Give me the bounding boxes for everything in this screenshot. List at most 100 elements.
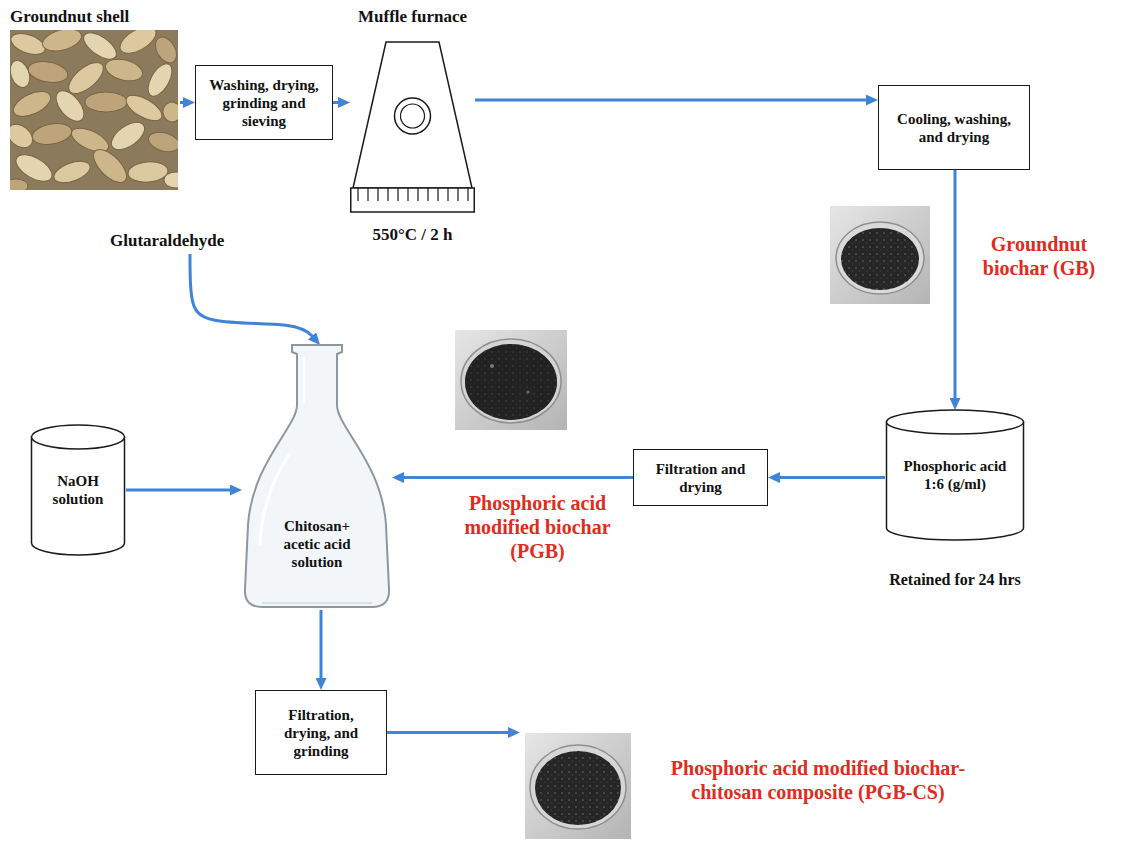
- shell: [51, 86, 89, 126]
- dish-rim: [461, 339, 561, 423]
- process-label: Filtration, drying, and grinding: [266, 706, 376, 760]
- base-hatch: [447, 188, 448, 201]
- flask-label: Chitosan+ acetic acid solution: [267, 517, 367, 571]
- acid-container: Phosphoric acid 1:6 (g/ml) Retained for 2…: [885, 410, 1025, 595]
- base-hatch: [357, 188, 358, 201]
- reagent-container-outline: [30, 425, 126, 555]
- shell: [51, 157, 93, 187]
- reagent-name: Glutaraldehyde: [100, 228, 250, 254]
- shell: [164, 172, 178, 188]
- shell: [27, 59, 70, 86]
- muffle-furnace: Muffle furnace 550°C / 2 h: [350, 6, 475, 246]
- process-box: Cooling, washing, and drying: [878, 85, 1030, 170]
- flow-arrow: [333, 101, 342, 104]
- conical-flask-outline: [242, 345, 392, 610]
- cylinder-top: [32, 425, 125, 449]
- base-hatch: [407, 188, 408, 201]
- process-label: Washing, drying, grinding and sieving: [206, 76, 322, 130]
- shell-pile: [10, 30, 178, 190]
- process-box: Filtration and drying: [633, 449, 768, 506]
- process-label: Filtration and drying: [644, 460, 757, 496]
- flow-arrow: [190, 254, 315, 339]
- container-label: Phosphoric acid 1:6 (g/ml): [885, 410, 1025, 540]
- furnace-condition: 550°C / 2 h: [372, 224, 452, 246]
- shell: [88, 144, 132, 188]
- product-node: Phosphoric acid modified biochar-chitosa…: [520, 730, 1010, 842]
- furnace-window: [395, 98, 431, 134]
- furnace-base: [351, 188, 475, 212]
- base-hatch: [457, 188, 458, 201]
- shell: [103, 55, 145, 84]
- edge-label-holder: Groundnut biochar (GB): [969, 232, 1109, 280]
- shine-spot: [526, 390, 529, 393]
- process-label: Cooling, washing, and drying: [889, 110, 1019, 146]
- photo-ground: [525, 733, 631, 839]
- composite-dish-photo: [525, 733, 631, 839]
- raw-material-photo: Groundnut shell: [5, 6, 180, 194]
- shell: [161, 101, 178, 124]
- process-box: Washing, drying, grinding and sieving: [195, 65, 333, 140]
- cylinder-top: [887, 410, 1024, 434]
- edge-label-holder: Phosphoric acid modified biochar (PGB): [455, 491, 620, 563]
- flow-arrow: [475, 99, 870, 102]
- biochar-texture: [465, 344, 557, 420]
- base-hatch: [437, 188, 438, 201]
- flow-label: Groundnut biochar (GB): [969, 232, 1109, 280]
- shell: [40, 30, 84, 55]
- reagent-label-node: Glutaraldehyde: [100, 228, 250, 254]
- flow-arrow: [776, 476, 885, 479]
- container-label: NaOH solution: [30, 425, 126, 555]
- product-label: Phosphoric acid modified biochar-chitosa…: [648, 756, 988, 804]
- muffle-furnace-outline: [350, 6, 475, 246]
- furnace-body: [353, 42, 472, 188]
- process-box: Filtration, drying, and grinding: [255, 690, 387, 775]
- acid-container-outline: [885, 410, 1025, 540]
- shell: [127, 160, 169, 183]
- base-hatch: [427, 188, 428, 201]
- dish-rim: [530, 745, 626, 829]
- shell: [85, 92, 127, 112]
- base-hatch: [397, 188, 398, 201]
- reagent-container: NaOH solution: [30, 425, 126, 555]
- shell: [146, 129, 178, 155]
- base-hatch: [387, 188, 388, 201]
- shine-spot: [490, 364, 494, 368]
- photo-ground: [455, 330, 567, 430]
- shell: [122, 90, 166, 126]
- flow-arrow: [126, 489, 234, 492]
- flask-glass: [245, 345, 389, 607]
- photo-ground: [830, 206, 930, 304]
- shell: [10, 179, 28, 190]
- biochar-dish-photo: [830, 206, 930, 304]
- shell: [116, 30, 161, 59]
- retention-note: Retained for 24 hrs: [889, 570, 1021, 590]
- composite-powder: [535, 751, 621, 825]
- furnace-heading: Muffle furnace: [358, 6, 467, 28]
- base-hatch: [377, 188, 378, 201]
- shell: [31, 121, 74, 148]
- base-hatch: [417, 188, 418, 201]
- modified-biochar-dish-photo: [455, 330, 567, 430]
- flow-arrow: [320, 610, 323, 682]
- shell: [151, 33, 178, 66]
- flow-arrow: [400, 476, 633, 479]
- shell: [10, 86, 54, 121]
- shell: [143, 60, 177, 100]
- biochar-powder: [841, 228, 919, 290]
- dish-rim: [836, 222, 924, 294]
- base-hatch: [467, 188, 468, 201]
- biochar-powder: [465, 344, 557, 420]
- material-heading: Groundnut shell: [5, 6, 180, 28]
- conical-flask: Chitosan+ acetic acid solution: [242, 345, 392, 610]
- glass-highlight: [303, 357, 306, 403]
- flow-label: Phosphoric acid modified biochar (PGB): [455, 491, 620, 563]
- shell: [107, 117, 150, 155]
- flow-arrow: [954, 170, 957, 402]
- flask-base-line: [262, 603, 372, 604]
- shell-photo: [3, 21, 188, 193]
- flow-arrow: [180, 101, 187, 104]
- flow-arrow: [387, 731, 512, 734]
- furnace-window-ring: [401, 104, 425, 128]
- base-hatch: [367, 188, 368, 201]
